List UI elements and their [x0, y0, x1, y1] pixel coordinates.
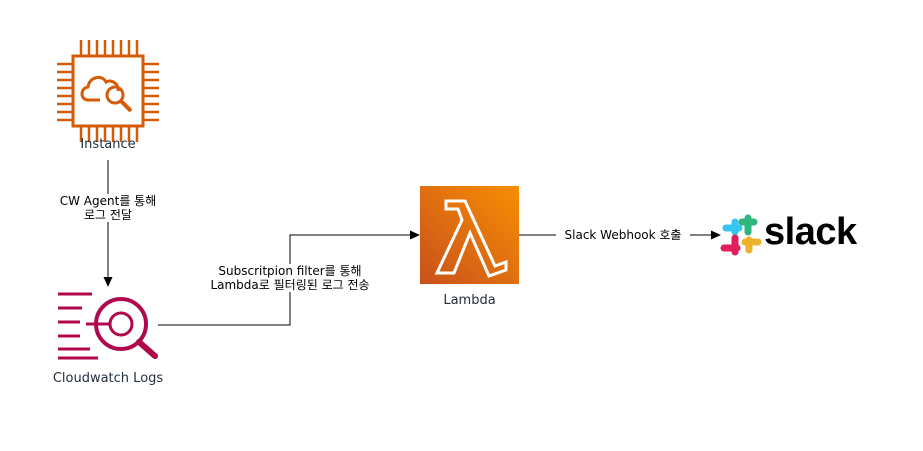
edge-label-webhook: Slack Webhook 호출 [556, 228, 690, 242]
instance-label: Instance [80, 137, 136, 152]
ec2-instance-icon [57, 40, 159, 142]
edge-label-agent: CW Agent를 통해 로그 전달 [46, 194, 170, 222]
lambda-icon [420, 186, 519, 284]
edge-label-subscription: Subscritpion filter를 통해 Lambda로 필터링된 로그 … [190, 264, 390, 292]
slack-wordmark: slack [764, 211, 857, 253]
edge-label-subscription-line2: Lambda로 필터링된 로그 전송 [210, 278, 370, 292]
edge-label-agent-line2: 로그 전달 [84, 208, 132, 222]
slack-logo-icon [720, 214, 762, 256]
edge-label-subscription-line1: Subscritpion filter를 통해 [218, 264, 362, 278]
lambda-label: Lambda [443, 293, 496, 308]
cloudwatch-logs-label: Cloudwatch Logs [52, 371, 164, 386]
connector-instance-to-logs [103, 160, 113, 287]
edge-label-agent-line1: CW Agent를 통해 [59, 194, 157, 208]
cloudwatch-logs-icon [58, 292, 158, 360]
